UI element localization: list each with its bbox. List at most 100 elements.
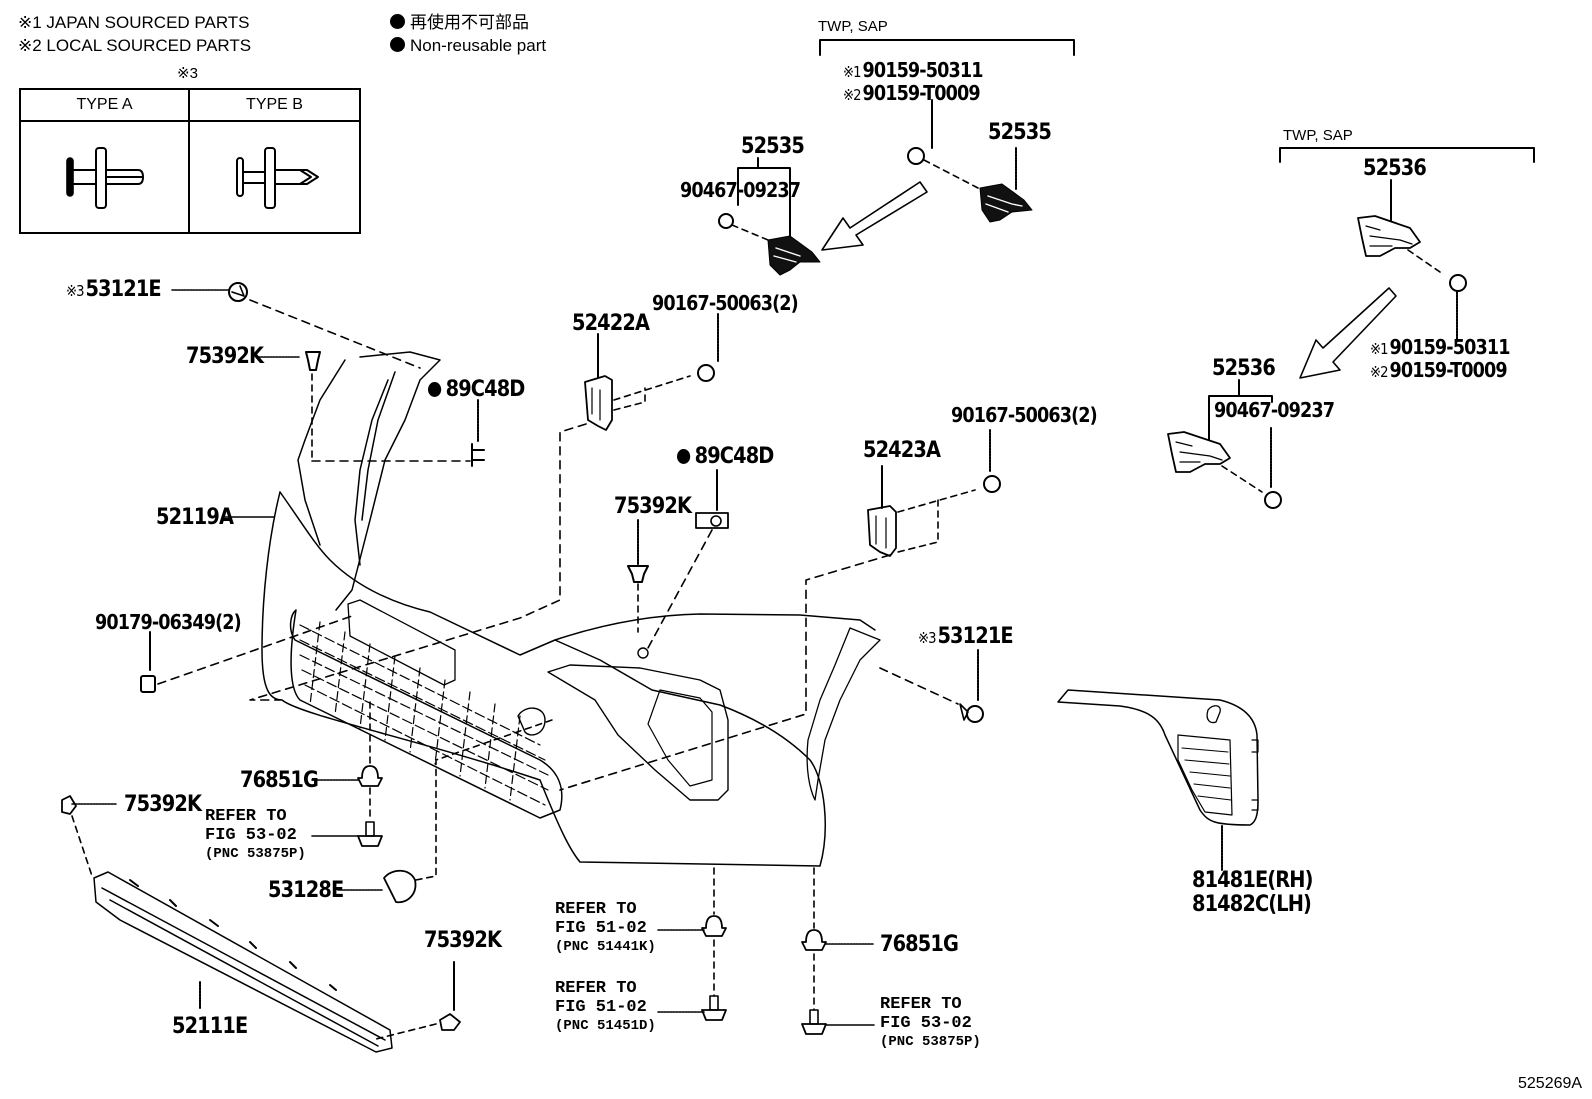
part-90467-right[interactable]: 90467-09237 <box>1214 398 1335 422</box>
part-90159-right-2[interactable]: ※290159-T0009 <box>1370 360 1508 381</box>
clip-type-b-header: TYPE B <box>190 90 359 122</box>
clip-75392K-center-icon <box>627 565 649 583</box>
assembly-line <box>157 615 353 685</box>
clip-types-title: ※3 <box>177 65 198 82</box>
direction-arrow-right-icon <box>1299 287 1397 379</box>
part-53121E-right[interactable]: ※353121E <box>918 626 1014 648</box>
bracket-52422A-icon <box>584 375 613 431</box>
bumper-cover-52119A-drawing <box>261 351 881 867</box>
screw-53875P-left-icon <box>357 821 383 847</box>
part-90179[interactable]: 90179-06349(2) <box>95 610 242 634</box>
part-76851G-right[interactable]: 76851G <box>880 932 959 957</box>
reference-line: FIG 51-02 <box>555 919 647 938</box>
part-90167-right[interactable]: 90167-50063(2) <box>951 403 1098 427</box>
part-52423A[interactable]: 52423A <box>863 438 941 463</box>
part-81482C[interactable]: 81482C(LH) <box>1192 892 1312 917</box>
group-label-left: TWP, SAP <box>818 18 888 35</box>
reference-pnc: (PNC 53875P) <box>205 846 306 862</box>
part-90159-left-1[interactable]: ※190159-50311 <box>843 60 983 80</box>
reference-fig-51-02-a[interactable]: REFER TO FIG 51-02 (PNC 51441K) <box>555 900 656 957</box>
nonreusable-bullet-icon <box>677 449 691 464</box>
legend-nonreusable-jp-text: 再使用不可部品 <box>410 13 529 32</box>
part-52111E[interactable]: 52111E <box>172 1014 248 1039</box>
assembly-line <box>923 159 979 189</box>
part-number: 89C48D <box>694 444 775 469</box>
nut-90179-icon <box>140 675 156 693</box>
clip-76851G-left-icon <box>357 765 383 787</box>
screw-51451D-icon <box>701 995 727 1021</box>
screw-53875P-right-icon <box>801 1009 827 1035</box>
part-76851G-left[interactable]: 76851G <box>240 768 319 793</box>
note-mark: ※1 <box>843 63 862 81</box>
assembly-line <box>731 224 769 241</box>
part-52119A[interactable]: 52119A <box>156 505 234 530</box>
part-90467-left[interactable]: 90467-09237 <box>680 178 801 202</box>
note-mark: ※2 <box>1370 363 1389 381</box>
note-mark: ※2 <box>843 86 862 104</box>
part-90159-right-1[interactable]: ※190159-50311 <box>1370 337 1510 357</box>
clip-75392K-bottom-icon <box>439 1013 461 1031</box>
legend-nonreusable-en-text: Non-reusable part <box>410 36 547 55</box>
part-number: 90159-T0009 <box>862 81 980 105</box>
bolt-90167-right-icon <box>983 475 1001 493</box>
clip-type-a-icon <box>66 147 144 209</box>
bolt-90467-right-icon <box>1264 491 1282 509</box>
clip-51441K-icon <box>701 915 727 937</box>
reference-fig-51-02-b[interactable]: REFER TO FIG 51-02 (PNC 51451D) <box>555 979 656 1036</box>
reference-pnc: (PNC 51441K) <box>555 939 656 955</box>
assembly-line <box>71 815 93 877</box>
reference-line: REFER TO <box>555 900 637 919</box>
part-89C48D-center[interactable]: 89C48D <box>677 444 775 469</box>
part-number: 53121E <box>85 277 161 302</box>
clip-75392K-top-icon <box>305 351 321 371</box>
part-75392K-bottom[interactable]: 75392K <box>424 928 502 953</box>
reference-pnc: (PNC 53875P) <box>880 1034 981 1050</box>
part-90159-left-2[interactable]: ※290159-T0009 <box>843 81 981 105</box>
clip-types-table: TYPE A TYPE B <box>19 88 361 234</box>
part-number: 90159-50311 <box>862 58 983 82</box>
leader-52536-bottom <box>1208 379 1273 446</box>
part-75392K-left[interactable]: 75392K <box>124 792 202 817</box>
clip-type-a-header: TYPE A <box>21 90 190 122</box>
part-90167-left[interactable]: 90167-50063(2) <box>652 291 799 315</box>
reference-line: REFER TO <box>555 979 637 998</box>
reference-fig-53-02-right[interactable]: REFER TO FIG 53-02 (PNC 53875P) <box>880 995 981 1052</box>
assembly-line <box>897 489 976 553</box>
clip-53121E-right-icon <box>959 703 984 723</box>
nonreusable-bullet-icon <box>390 14 405 29</box>
part-number: 90159-50311 <box>1389 335 1510 359</box>
part-89C48D-left[interactable]: 89C48D <box>428 379 525 401</box>
part-52535-right[interactable]: 52535 <box>988 120 1052 145</box>
part-52536-bottom[interactable]: 52536 <box>1212 356 1276 381</box>
reference-line: FIG 53-02 <box>880 1014 972 1033</box>
figure-number: 525269A <box>1518 1075 1583 1092</box>
retainer-52535-right-icon <box>979 183 1033 223</box>
bracket-52423A-icon <box>867 505 897 557</box>
part-53121E-left[interactable]: ※353121E <box>66 277 162 302</box>
part-53128E[interactable]: 53128E <box>268 878 344 903</box>
part-75392K-top[interactable]: 75392K <box>186 344 264 369</box>
clip-53121E-left-icon <box>228 282 248 302</box>
assembly-line <box>415 719 553 881</box>
retainer-52536-bottom-icon <box>1167 431 1231 473</box>
nonreusable-bullet-icon <box>428 382 442 397</box>
assembly-line <box>559 554 891 791</box>
part-81481E[interactable]: 81481E(RH) <box>1192 868 1313 893</box>
clip-89C48D-left-icon <box>471 443 485 467</box>
nonreusable-bullet-icon <box>390 37 405 52</box>
part-52422A[interactable]: 52422A <box>572 311 650 336</box>
clip-76851G-right-icon <box>801 929 827 951</box>
legend-local-sourced: ※2 LOCAL SOURCED PARTS <box>18 36 252 55</box>
part-75392K-center[interactable]: 75392K <box>614 494 692 519</box>
assembly-line <box>647 529 713 649</box>
fog-garnish-81481E-drawing <box>1057 689 1259 826</box>
cap-53128E-icon <box>383 869 417 904</box>
retainer-52536-top-icon <box>1357 215 1421 257</box>
leader-52535-left <box>737 157 791 249</box>
part-52536-top[interactable]: 52536 <box>1363 156 1427 181</box>
part-52535-left[interactable]: 52535 <box>741 134 805 159</box>
reference-fig-53-02-left[interactable]: REFER TO FIG 53-02 (PNC 53875P) <box>205 807 306 864</box>
assembly-line <box>879 667 959 705</box>
clip-type-a-cell <box>21 122 190 232</box>
